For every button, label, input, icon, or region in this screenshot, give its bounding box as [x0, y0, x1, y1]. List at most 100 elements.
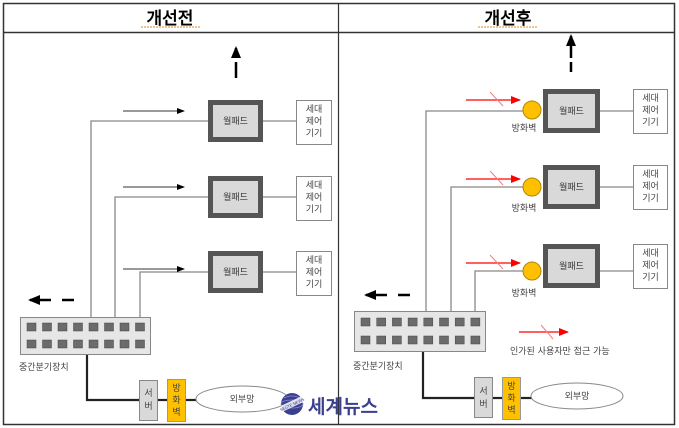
- before-wallpad-3: 월패드: [208, 251, 263, 293]
- svg-text:외부망: 외부망: [565, 390, 590, 402]
- svg-text:월패드: 월패드: [223, 191, 248, 203]
- svg-text:제어: 제어: [642, 105, 659, 116]
- before-household-device-2: 세대 제어 기기: [296, 176, 332, 221]
- before-server: 서 버: [139, 380, 158, 421]
- before-external-network: 외부망: [195, 385, 289, 413]
- watermark-text: 세계뉴스: [308, 396, 378, 418]
- restricted-access-arrow-1: [466, 91, 521, 107]
- switch-port: [135, 339, 145, 349]
- svg-text:외부망: 외부망: [230, 393, 255, 405]
- switch-port: [439, 317, 449, 327]
- switch-port: [88, 322, 99, 332]
- after-wallpad-1: 월패드: [543, 89, 600, 133]
- after-server: 서 버: [474, 377, 493, 418]
- before-access-arrows: [123, 108, 185, 272]
- switch-port: [439, 335, 449, 345]
- svg-text:방: 방: [172, 383, 180, 394]
- svg-text:세대: 세대: [306, 255, 323, 266]
- switch-port: [470, 317, 481, 327]
- legend-restricted-arrow-icon: [519, 324, 569, 340]
- svg-text:세대: 세대: [642, 93, 659, 104]
- switch-port: [26, 322, 37, 332]
- switch-port: [73, 322, 83, 332]
- svg-text:세대: 세대: [642, 169, 659, 180]
- watermark: SEGYE NEWS 세계뉴스: [279, 393, 378, 418]
- svg-text:제어: 제어: [642, 181, 659, 192]
- after-access-arrows: [466, 91, 521, 270]
- after-uplink-line: [421, 352, 474, 400]
- switch-port: [42, 339, 52, 349]
- svg-text:세대: 세대: [306, 104, 323, 115]
- svg-text:기기: 기기: [642, 117, 659, 128]
- svg-text:세대: 세대: [306, 180, 323, 191]
- switch-port: [57, 339, 68, 349]
- legend-label: 인가된 사용자만 접근 가능: [510, 345, 610, 357]
- switch-port: [73, 339, 83, 349]
- before-switch-label: 중간분기장치: [19, 361, 69, 373]
- switch-port: [104, 339, 114, 349]
- after-external-network: 외부망: [530, 382, 624, 410]
- svg-text:제어: 제어: [306, 267, 323, 278]
- svg-text:서: 서: [144, 388, 152, 399]
- svg-text:기기: 기기: [306, 279, 323, 290]
- before-household-device-3: 세대 제어 기기: [296, 251, 332, 296]
- svg-text:월패드: 월패드: [223, 115, 248, 127]
- svg-text:기기: 기기: [642, 193, 659, 204]
- svg-text:월패드: 월패드: [223, 266, 248, 278]
- switch-port: [104, 322, 114, 332]
- switch-port: [42, 322, 52, 332]
- svg-text:서: 서: [479, 386, 487, 397]
- switch-port: [470, 335, 481, 345]
- after-household-device-1: 세대 제어 기기: [633, 89, 668, 134]
- svg-text:제어: 제어: [642, 260, 659, 271]
- before-wiring: [90, 120, 296, 317]
- svg-text:화: 화: [507, 393, 515, 404]
- switch-port: [423, 335, 434, 345]
- after-firewall: 방 화 벽: [502, 377, 521, 420]
- svg-text:기기: 기기: [306, 204, 323, 215]
- switch-port: [135, 322, 145, 332]
- before-title: 개선전: [147, 9, 194, 29]
- switch-port: [376, 317, 386, 327]
- svg-text:제어: 제어: [306, 192, 323, 203]
- svg-text:방화벽: 방화벽: [512, 203, 537, 214]
- after-firewall-node-1: 방화벽: [512, 100, 542, 134]
- switch-port: [392, 317, 402, 327]
- switch-port: [57, 322, 68, 332]
- svg-text:벽: 벽: [507, 405, 515, 416]
- after-household-device-3: 세대 제어 기기: [633, 244, 668, 289]
- svg-text:세대: 세대: [642, 248, 659, 259]
- restricted-access-arrow-3: [466, 254, 521, 270]
- restricted-access-arrow-2: [466, 170, 521, 186]
- svg-text:화: 화: [172, 395, 180, 406]
- switch-port: [88, 339, 99, 349]
- svg-text:벽: 벽: [172, 407, 180, 418]
- svg-text:버: 버: [144, 401, 152, 412]
- after-switch-label: 중간분기장치: [353, 360, 403, 372]
- svg-text:월패드: 월패드: [559, 181, 584, 193]
- svg-text:제어: 제어: [306, 116, 323, 127]
- switch-port: [119, 339, 130, 349]
- svg-text:월패드: 월패드: [559, 260, 584, 272]
- before-household-device-1: 세대 제어 기기: [296, 100, 332, 145]
- after-firewall-node-2: 방화벽: [512, 177, 542, 214]
- before-panel: 월패드 월패드 월패드 세대 제어 기기 세대 제어 기기 세대 제어: [19, 46, 332, 422]
- before-switch: [20, 317, 151, 355]
- switch-port: [423, 317, 434, 327]
- svg-text:기기: 기기: [306, 128, 323, 139]
- before-wallpad-1: 월패드: [208, 100, 263, 142]
- switch-port: [407, 317, 418, 327]
- after-wallpad-2: 월패드: [543, 165, 600, 209]
- after-wallpad-3: 월패드: [543, 244, 600, 288]
- switch-port: [376, 335, 386, 345]
- svg-text:방화벽: 방화벽: [512, 123, 537, 134]
- switch-port: [26, 339, 37, 349]
- before-wallpad-2: 월패드: [208, 176, 263, 218]
- svg-text:방: 방: [507, 381, 515, 392]
- switch-port: [407, 335, 418, 345]
- switch-port: [392, 335, 402, 345]
- after-panel: 방화벽 방화벽 방화벽 월패드 월패드 월패드 세대: [353, 34, 668, 420]
- after-switch: [354, 311, 486, 352]
- switch-port: [119, 322, 130, 332]
